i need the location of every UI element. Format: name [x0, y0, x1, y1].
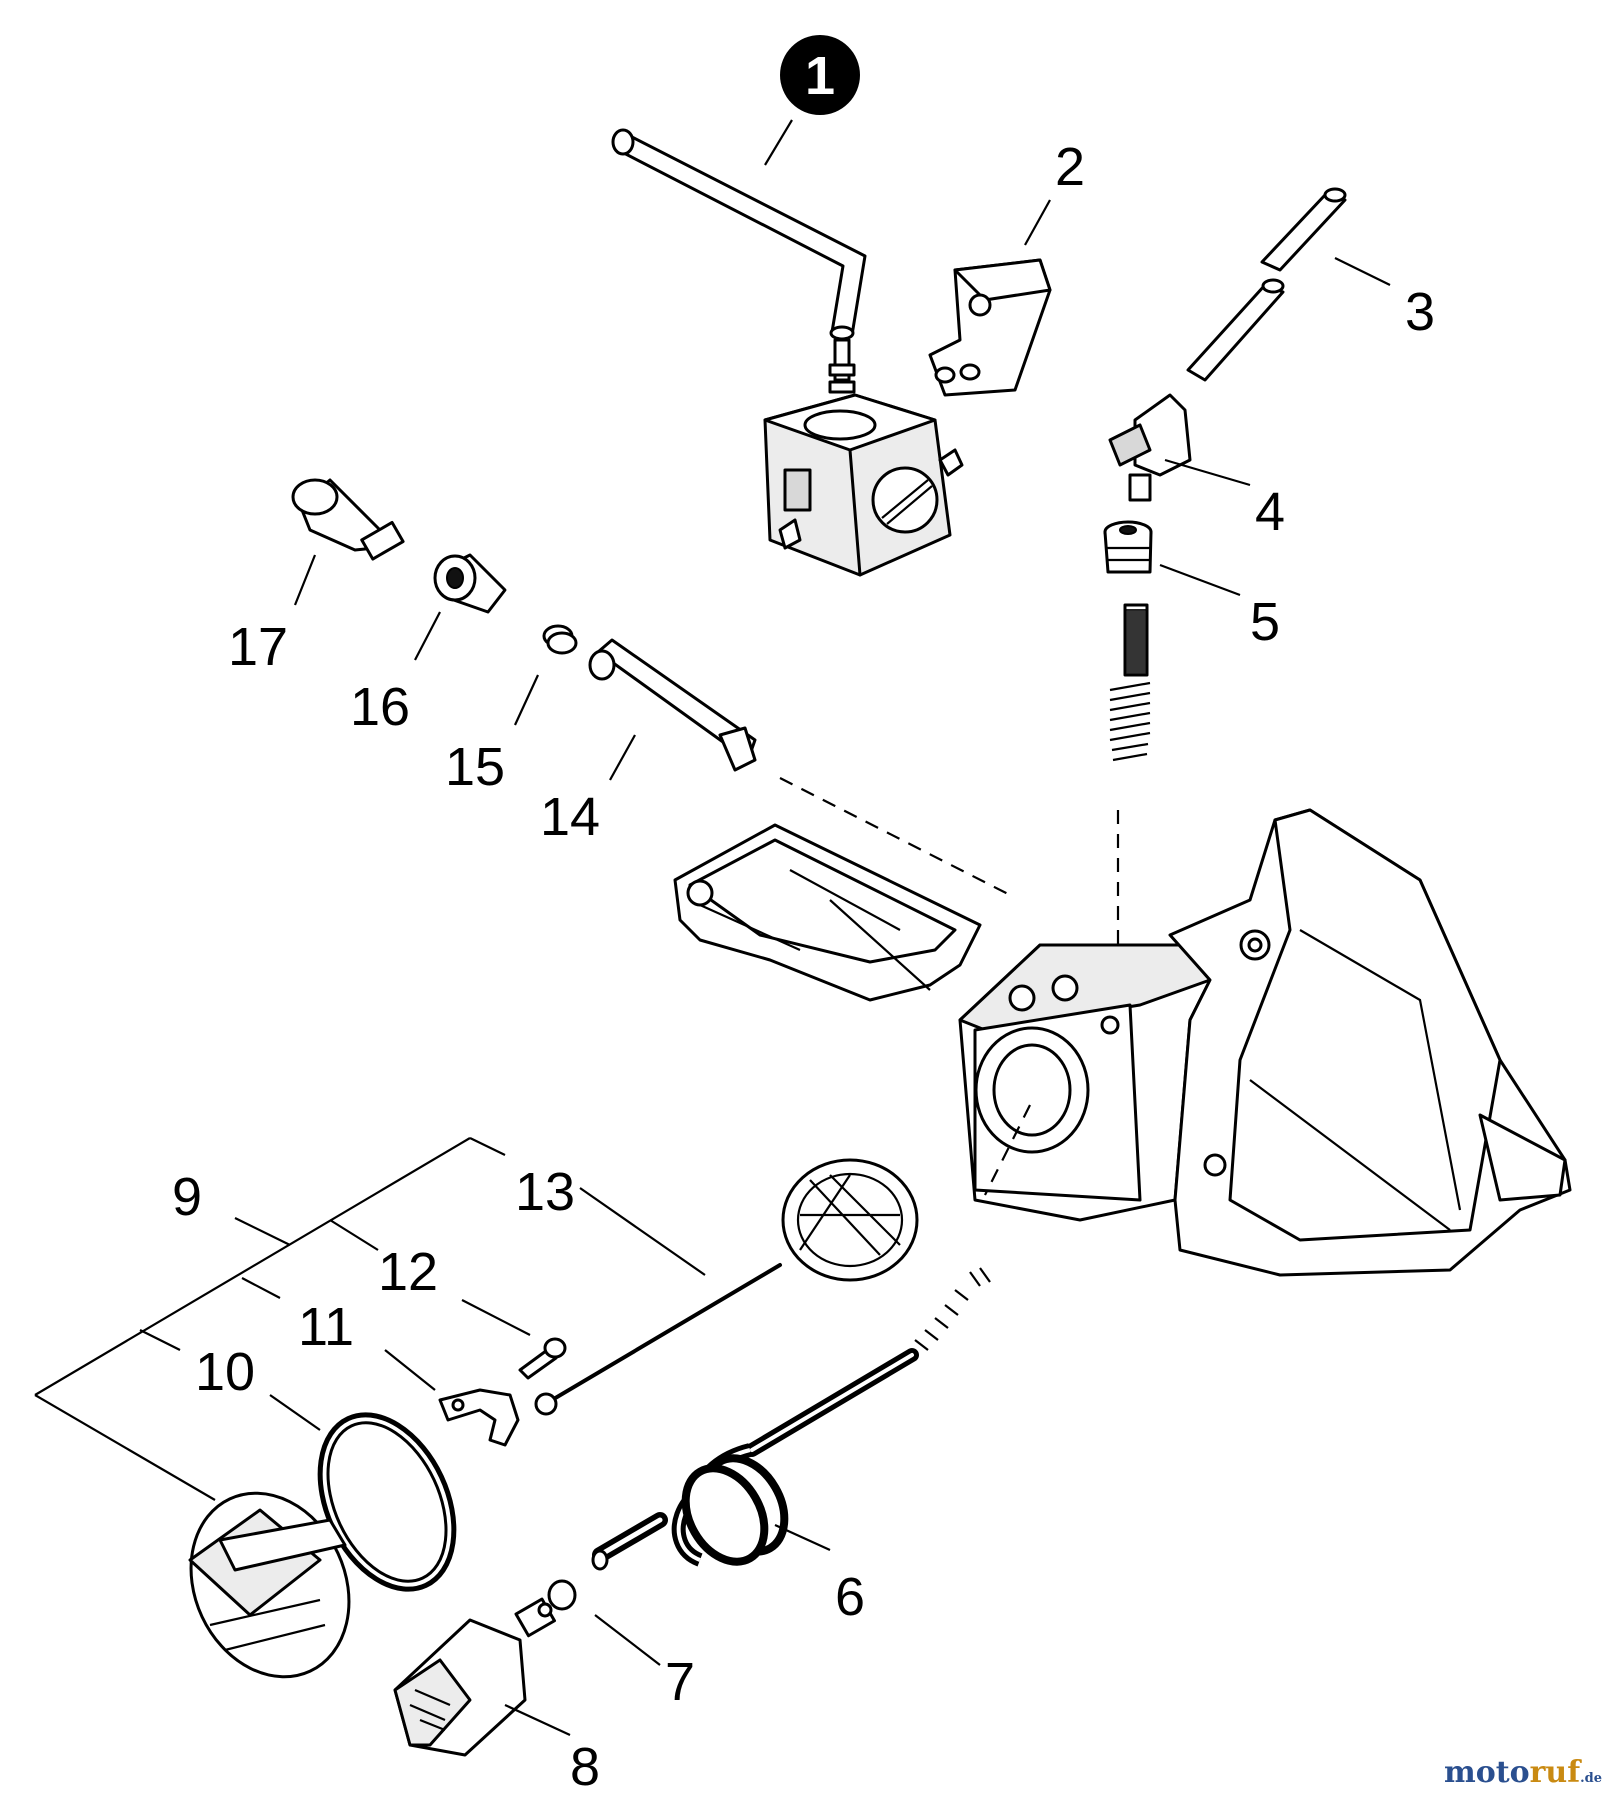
callout-1-badge: 1	[780, 35, 860, 115]
part-3-hose-pieces	[1186, 187, 1347, 382]
callout-14: 14	[540, 787, 600, 847]
leader-lines	[34, 119, 1391, 1736]
piston-axis	[779, 777, 1011, 896]
callout-16: 16	[350, 677, 410, 737]
callout-10: 10	[195, 1342, 255, 1402]
part-5-grommet	[1103, 520, 1153, 574]
callout-6: 6	[835, 1567, 865, 1627]
part-6-oil-hose	[591, 1267, 991, 1571]
part-16-sleeve	[433, 553, 507, 614]
part-13-strainer	[534, 1158, 919, 1416]
watermark-logo[interactable]: motoruf.de	[1444, 1755, 1602, 1790]
watermark-brand-suffix: .de	[1580, 1771, 1602, 1786]
callout-4: 4	[1255, 482, 1285, 542]
part-17-plug	[291, 478, 405, 561]
carburetor	[763, 338, 964, 577]
callout-11: 11	[298, 1297, 354, 1357]
part-15-spring	[542, 624, 578, 655]
callout-17: 17	[228, 617, 288, 677]
part-1-hose	[611, 128, 867, 341]
callout-1: 1	[805, 46, 835, 106]
part-12-screw	[518, 1337, 567, 1380]
watermark-brand-main: moto	[1443, 1755, 1530, 1790]
callout-9: 9	[172, 1167, 202, 1227]
part-9-cap	[188, 1491, 351, 1679]
callout-8: 8	[570, 1737, 600, 1797]
part-7-washer	[547, 1579, 577, 1611]
callout-15: 15	[445, 737, 505, 797]
callout-12: 12	[378, 1242, 438, 1302]
part-14-piston	[588, 638, 757, 772]
watermark-brand-accent: ruf	[1529, 1755, 1581, 1790]
part-4-elbow	[1108, 393, 1192, 502]
callout-13: 13	[515, 1162, 575, 1222]
callout-7: 7	[665, 1652, 695, 1712]
upper-spring	[1109, 603, 1151, 1030]
part-8-filter	[393, 1597, 556, 1757]
part-2-gasket	[928, 258, 1052, 397]
housing	[673, 808, 1572, 1277]
callout-5: 5	[1250, 592, 1280, 652]
part-11-clip	[438, 1388, 520, 1447]
callout-2: 2	[1055, 137, 1085, 197]
callout-3: 3	[1405, 282, 1435, 342]
part-10-oring	[317, 1412, 457, 1592]
